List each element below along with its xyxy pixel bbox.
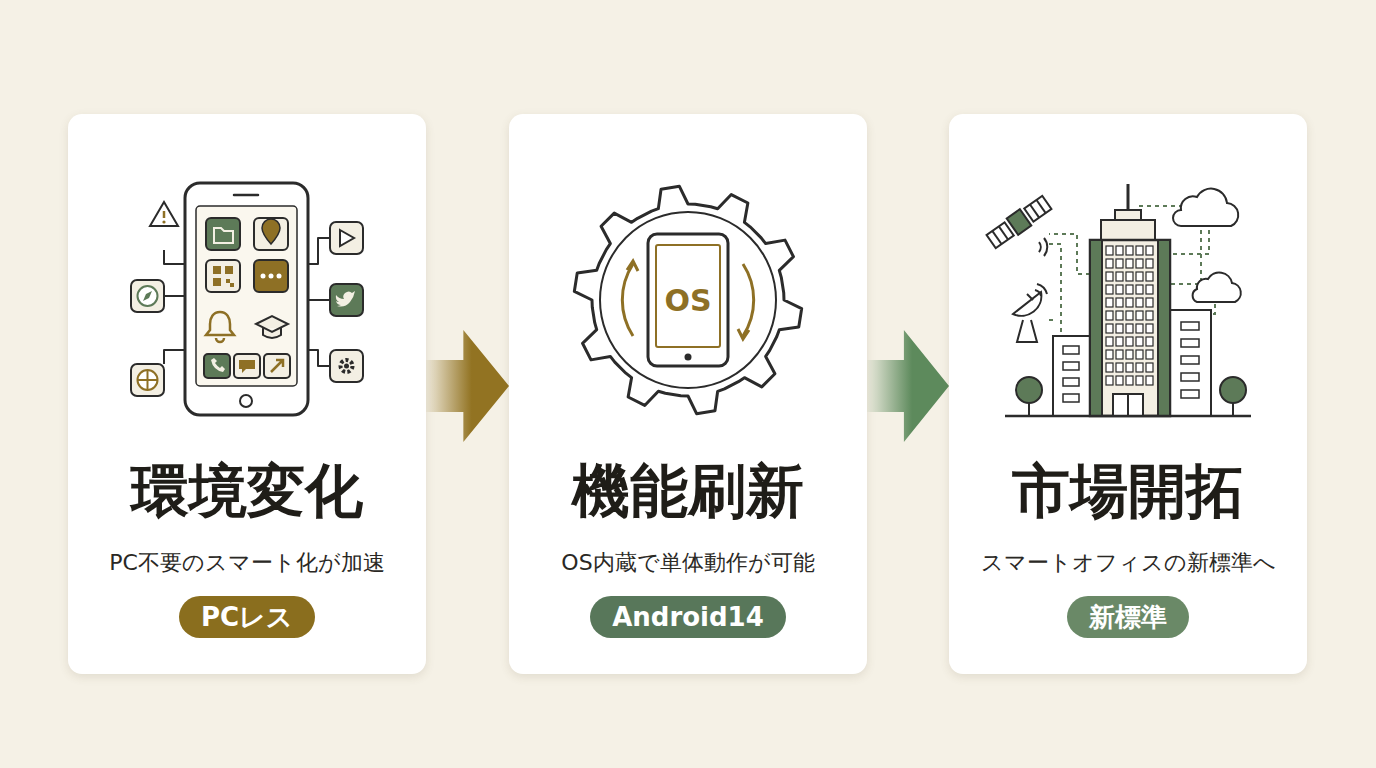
- step-card: 市場開拓スマートオフィスの新標準へ新標準: [949, 114, 1307, 674]
- step-description: PC不要のスマート化が加速: [68, 548, 426, 578]
- tag-text: PCレス: [201, 596, 293, 638]
- tag-pill: PCレス: [179, 596, 315, 638]
- step-title: 市場開拓: [949, 456, 1307, 526]
- step-card: 機能刷新 OS内蔵で単体動作が可能 Android14: [509, 114, 867, 674]
- tag-text: 新標準: [1089, 596, 1167, 638]
- step-title: 環境変化: [68, 456, 426, 526]
- step-description: スマートオフィスの新標準へ: [949, 548, 1307, 578]
- step-card: 環境変化 PC不要のスマート化が加速 PCレス: [68, 114, 426, 674]
- office-building-illustration: [949, 114, 1307, 674]
- icon-label: OS: [664, 283, 711, 318]
- smartphone-illustration: [68, 114, 426, 674]
- flow-arrow: [867, 330, 949, 442]
- gear-tablet-illustration: [509, 114, 867, 674]
- tag-pill: Android14: [590, 596, 786, 638]
- step-title: 機能刷新: [509, 456, 867, 526]
- flow-arrow: [426, 330, 509, 442]
- tag-pill: 新標準: [1067, 596, 1189, 638]
- tag-text: Android14: [612, 596, 764, 638]
- step-description: OS内蔵で単体動作が可能: [509, 548, 867, 578]
